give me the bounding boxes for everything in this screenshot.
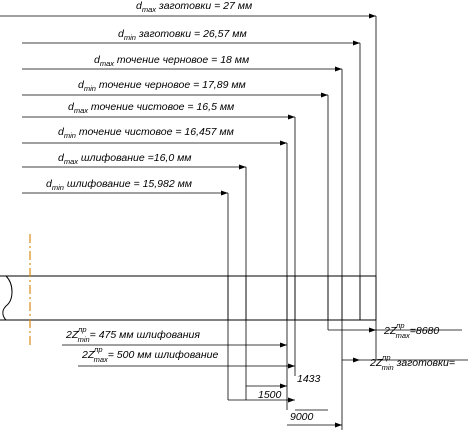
- shaft-body: [0, 234, 376, 345]
- dim-1500: 1500: [258, 389, 282, 401]
- label-dmin-billet: dmin заготовки = 26,57 мм: [118, 28, 247, 42]
- label-dmin-grind: dmin шлифование = 15,982 мм: [46, 178, 192, 192]
- allowance-dimensions: [62, 327, 468, 428]
- label-dmax-grind: dmax шлифование =16,0 мм: [58, 152, 192, 166]
- diameter-dimensions: [0, 13, 377, 430]
- dim-9000: 9000: [290, 411, 314, 423]
- label-dmax-finish: dmax точение чистовое = 16,5 мм: [68, 101, 234, 115]
- dim-1433: 1433: [297, 373, 321, 385]
- label-dmax-rough: dmax точение черновое = 18 мм: [94, 54, 249, 68]
- allowance-layers: [227, 275, 377, 321]
- label-dmin-finish: dmin точение чистовое = 16,457 мм: [58, 126, 234, 140]
- label-dmin-rough: dmin точение черновое = 17,89 мм: [78, 79, 246, 93]
- label-dmax-billet: dmax заготовки = 27 мм: [136, 0, 252, 14]
